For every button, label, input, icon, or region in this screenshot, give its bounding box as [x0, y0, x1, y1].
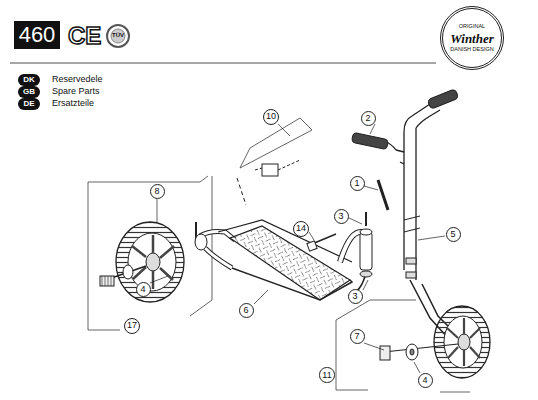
callout-number: 4 — [136, 282, 151, 297]
node-text: GB — [23, 88, 35, 96]
language-badge: DK — [18, 74, 40, 86]
callout-number: 11 — [319, 367, 334, 382]
callout-number: 3 — [334, 209, 349, 224]
brand-tagline: ORIGINAL — [459, 24, 485, 30]
callout-number: 8 — [150, 184, 165, 199]
node-text: 2 — [365, 114, 370, 123]
node-text: DE — [23, 100, 34, 108]
node-text: 10 — [266, 112, 276, 121]
callout-number: 3 — [348, 289, 363, 304]
brand-logo: ORIGINAL WintherDANISH DESIGN — [440, 6, 504, 70]
node-text: 460 — [19, 24, 56, 46]
node-text: 5 — [450, 230, 455, 239]
callout-number: 4 — [418, 373, 433, 388]
node-text: 11 — [322, 371, 331, 380]
callout-number: 17 — [124, 318, 140, 334]
callout-number: 6 — [239, 303, 254, 318]
node-text: 17 — [127, 321, 137, 330]
node-text: 4 — [422, 376, 427, 385]
node-text: 14 — [296, 224, 306, 233]
callout-number: 10 — [263, 109, 279, 125]
language-label: Spare Parts — [52, 87, 100, 96]
node-text: 3 — [338, 212, 343, 221]
node-text: 4 — [140, 285, 145, 294]
model-number-box: 460 — [14, 21, 61, 49]
callout-number: 14 — [293, 221, 309, 237]
brand-name: Winther — [450, 32, 494, 45]
language-label: Reservedele — [52, 75, 103, 84]
node-text: 7 — [354, 332, 359, 341]
tuv-mark: TÜV — [112, 32, 124, 38]
brand-tagline: DANISH DESIGN — [450, 47, 493, 53]
node-text: 3 — [352, 292, 357, 301]
callout-number: 2 — [361, 111, 376, 126]
callout-number: 1 — [350, 176, 365, 191]
node-text: 8 — [154, 187, 159, 196]
node-text: DK — [23, 76, 35, 84]
callout-number: 7 — [350, 329, 365, 344]
callout-number: 5 — [446, 227, 461, 242]
language-label: Ersatzteile — [52, 99, 94, 108]
node-text: 6 — [243, 306, 248, 315]
ce-mark: CE — [68, 24, 101, 48]
language-badge: GB — [18, 86, 40, 98]
language-badge: DE — [18, 98, 40, 110]
node-text: 1 — [354, 179, 359, 188]
